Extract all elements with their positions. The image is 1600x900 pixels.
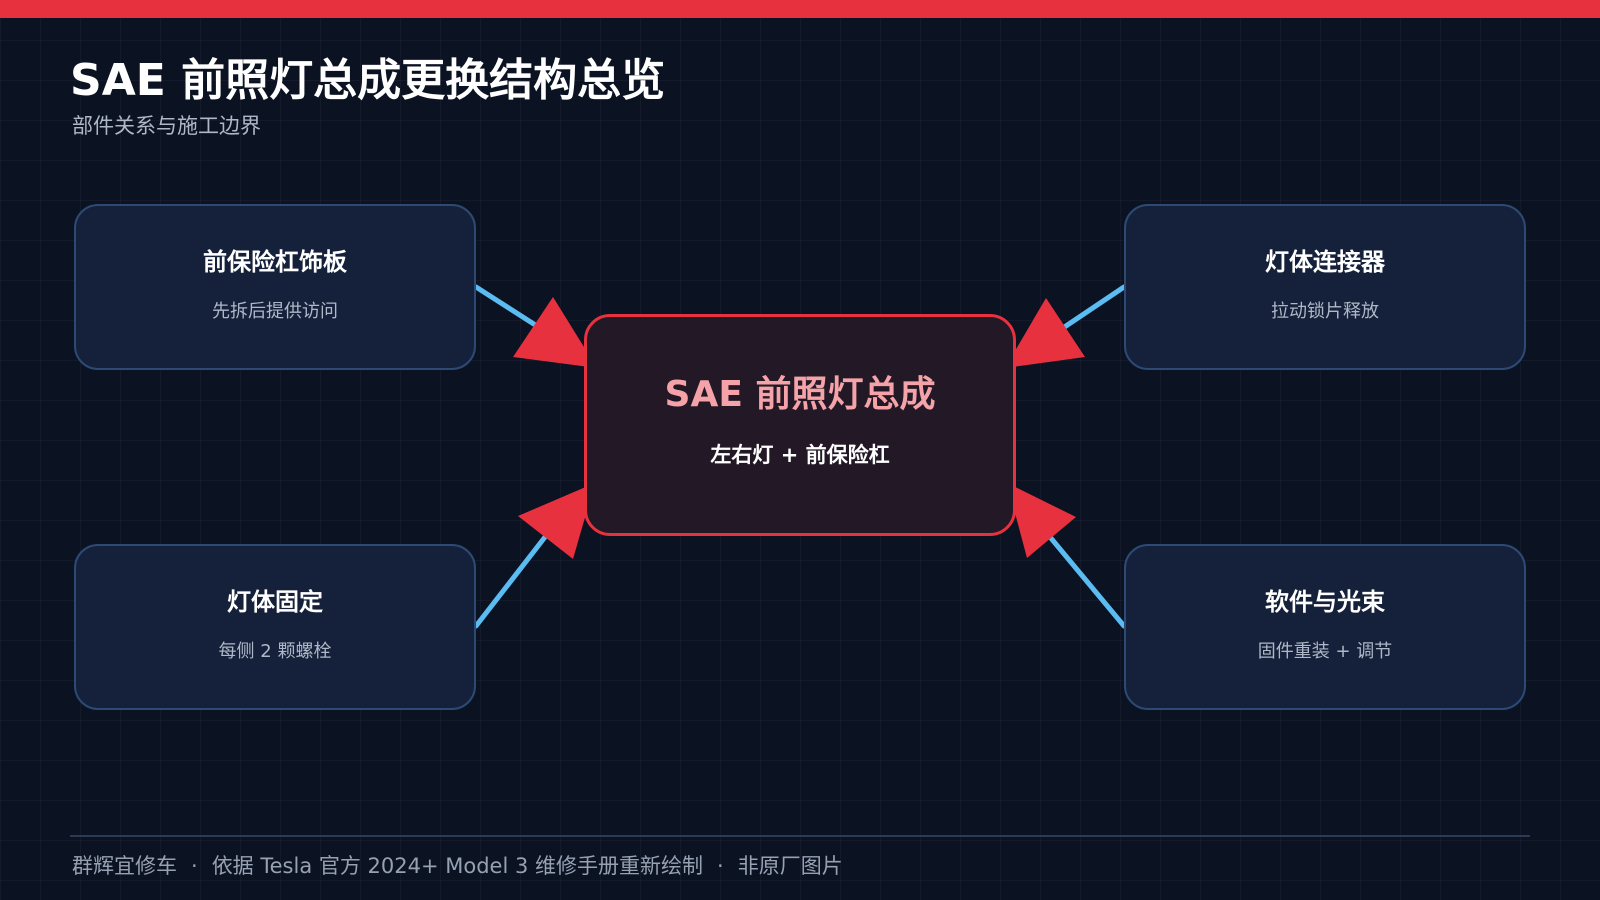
footer-brand: 群辉宜修车 [72, 854, 177, 878]
node-bumper-trim: 前保险杠饰板 先拆后提供访问 [74, 204, 476, 370]
node-title: 前保险杠饰板 [203, 248, 347, 276]
node-subtitle: 先拆后提供访问 [212, 301, 338, 322]
footer-source-note: 依据 Tesla 官方 2024+ Model 3 维修手册重新绘制 [211, 854, 704, 878]
connector-line-connector [1060, 284, 1127, 331]
center-node-headlamp-assembly: SAE 前照灯总成 左右灯 + 前保险杠 [584, 314, 1016, 536]
node-subtitle: 拉动锁片释放 [1271, 301, 1379, 322]
footer-disclaimer: 非原厂图片 [737, 854, 843, 878]
center-node-title: SAE 前照灯总成 [664, 374, 936, 415]
page-title: SAE 前照灯总成更换结构总览 [70, 55, 666, 106]
arrowhead-bumper [513, 297, 597, 368]
node-subtitle: 每侧 2 颗螺栓 [218, 641, 332, 662]
node-subtitle: 固件重装 + 调节 [1257, 641, 1393, 662]
footer-divider [70, 835, 1530, 837]
footer-separator: · [717, 854, 724, 878]
node-software-beam: 软件与光束 固件重装 + 调节 [1124, 544, 1526, 710]
footer: 群辉宜修车 · 依据 Tesla 官方 2024+ Model 3 维修手册重新绘制… [72, 850, 843, 880]
page-subtitle: 部件关系与施工边界 [72, 114, 261, 138]
node-lamp-connector: 灯体连接器 拉动锁片释放 [1124, 204, 1526, 370]
arrowhead-software [1007, 483, 1076, 558]
connector-line-bumper [473, 284, 543, 331]
footer-separator: · [191, 854, 198, 878]
connector-line-software [1047, 534, 1127, 629]
node-title: 灯体连接器 [1265, 248, 1385, 276]
arrowhead-mounting [518, 483, 595, 559]
top-accent-bar [0, 0, 1600, 18]
node-lamp-mounting: 灯体固定 每侧 2 颗螺栓 [74, 544, 476, 710]
connector-line-mounting [473, 525, 555, 629]
node-title: 软件与光束 [1265, 588, 1385, 616]
center-node-subtitle: 左右灯 + 前保险杠 [710, 443, 890, 467]
node-title: 灯体固定 [227, 588, 323, 616]
arrowhead-connector [1005, 298, 1085, 368]
